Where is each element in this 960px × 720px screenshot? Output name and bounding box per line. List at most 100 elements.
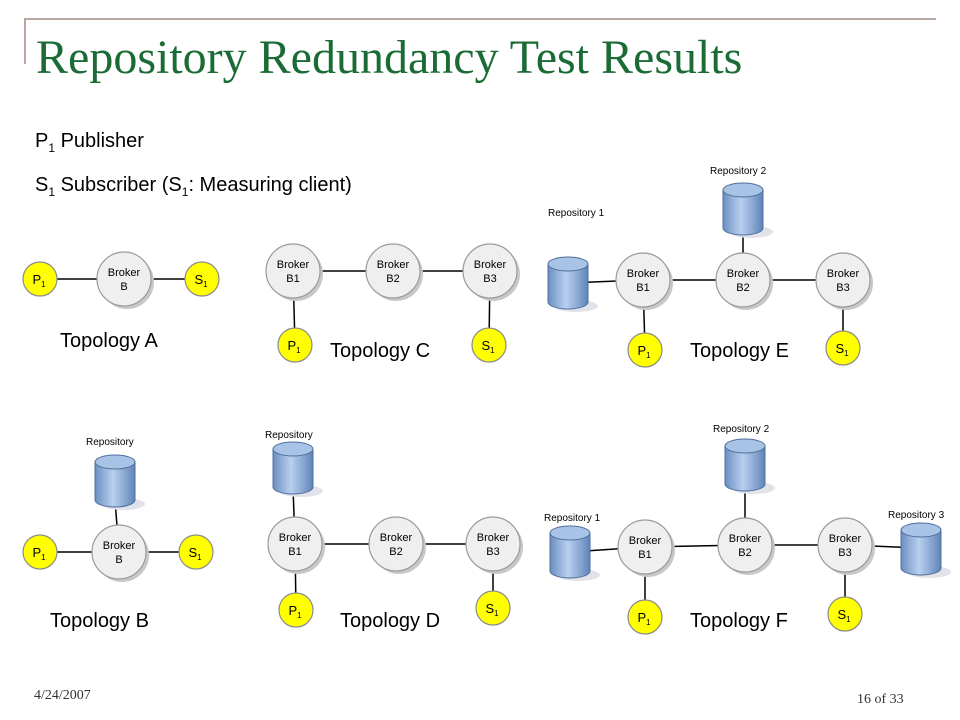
publisher-p1-topology-f: P1 <box>627 599 663 635</box>
subscriber-s1-topology-b: S1 <box>178 534 214 570</box>
client-label: S1 <box>188 545 202 562</box>
repository-1-label-topology-e: Repository 1 <box>548 208 605 219</box>
broker-label: Broker <box>277 259 310 271</box>
broker-label: Broker <box>829 533 862 545</box>
broker-id: B <box>120 281 127 293</box>
client-label: S1 <box>837 607 851 624</box>
client-circle <box>22 534 58 570</box>
client-label: P1 <box>637 343 651 360</box>
repository-2-label-topology-e: Repository 2 <box>710 166 767 177</box>
broker-id: B3 <box>483 273 496 285</box>
legend-publisher: P1 Publisher <box>35 130 144 155</box>
client-label: P1 <box>32 545 46 562</box>
repository-1-topology-e <box>547 256 598 312</box>
broker-label: Broker <box>729 533 762 545</box>
topology-a-label: Topology A <box>60 330 159 352</box>
client-circle <box>277 327 313 363</box>
repo-body <box>722 189 764 236</box>
broker-circle <box>815 252 871 308</box>
broker-circle <box>365 243 421 299</box>
repo-top <box>94 454 136 470</box>
slide-title: Repository Redundancy Test Results <box>36 31 743 84</box>
client-circle <box>627 332 663 368</box>
broker-id: B2 <box>736 282 749 294</box>
broker-label: Broker <box>827 268 860 280</box>
client-label: P1 <box>288 603 302 620</box>
publisher-p1-topology-e: P1 <box>627 332 663 368</box>
publisher-p1-topology-d: P1 <box>278 592 314 628</box>
client-circle <box>827 596 863 632</box>
repository-2-topology-e <box>722 182 773 238</box>
publisher-p1-topology-b: P1 <box>22 534 58 570</box>
repo-top <box>547 256 589 272</box>
repository-label-topology-b: Repository <box>86 437 134 448</box>
broker-id: B2 <box>389 546 402 558</box>
broker-id: B1 <box>288 546 301 558</box>
broker-circle <box>462 243 518 299</box>
client-circle <box>278 592 314 628</box>
broker-label: Broker <box>477 532 510 544</box>
repository-label-topology-d: Repository <box>265 430 313 441</box>
repo-body <box>900 529 942 576</box>
repo-top <box>724 438 766 454</box>
footer-date: 4/24/2007 <box>34 688 91 703</box>
client-circle <box>825 330 861 366</box>
topology-b-label: Topology B <box>50 610 149 632</box>
repo-top <box>900 522 942 538</box>
subscriber-s1-topology-c: S1 <box>471 327 507 363</box>
broker-circle <box>265 243 321 299</box>
subscriber-s1-topology-a: S1 <box>184 261 220 297</box>
subscriber-s1-topology-f: S1 <box>827 596 863 632</box>
client-label: S1 <box>485 601 499 618</box>
broker-id: B1 <box>286 273 299 285</box>
page-number: 16 of 33 <box>857 692 904 707</box>
client-circle <box>471 327 507 363</box>
broker-label: Broker <box>727 268 760 280</box>
broker-label: Broker <box>108 267 141 279</box>
client-label: P1 <box>287 338 301 355</box>
client-circle <box>184 261 220 297</box>
broker-id: B <box>115 554 122 566</box>
repo-top <box>722 182 764 198</box>
publisher-p1-topology-a: P1 <box>22 261 58 297</box>
broker-label: Broker <box>103 540 136 552</box>
repository-3-label-topology-f: Repository 3 <box>888 510 945 521</box>
repo-body <box>547 263 589 310</box>
broker-circle <box>617 519 673 575</box>
client-circle <box>627 599 663 635</box>
broker-circle <box>267 516 323 572</box>
subscriber-s1-topology-e: S1 <box>825 330 861 366</box>
broker-circle <box>91 524 147 580</box>
broker-label: Broker <box>474 259 507 271</box>
broker-id: B3 <box>486 546 499 558</box>
broker-id: B1 <box>638 549 651 561</box>
topology-e-label: Topology E <box>690 340 789 362</box>
repository-topology-b <box>94 454 145 510</box>
repository-2-label-topology-f: Repository 2 <box>713 424 770 435</box>
repository-1-topology-f <box>549 525 600 581</box>
broker-circle <box>96 251 152 307</box>
broker-label: Broker <box>377 259 410 271</box>
subscriber-s1-topology-d: S1 <box>475 590 511 626</box>
broker-id: B3 <box>838 547 851 559</box>
broker-id: B2 <box>386 273 399 285</box>
broker-circle <box>368 516 424 572</box>
client-label: P1 <box>637 610 651 627</box>
slide-frame-left <box>24 18 26 64</box>
client-label: S1 <box>481 338 495 355</box>
repo-top <box>549 525 591 541</box>
legend-subscriber: S1 Subscriber (S1: Measuring client) <box>35 174 352 199</box>
